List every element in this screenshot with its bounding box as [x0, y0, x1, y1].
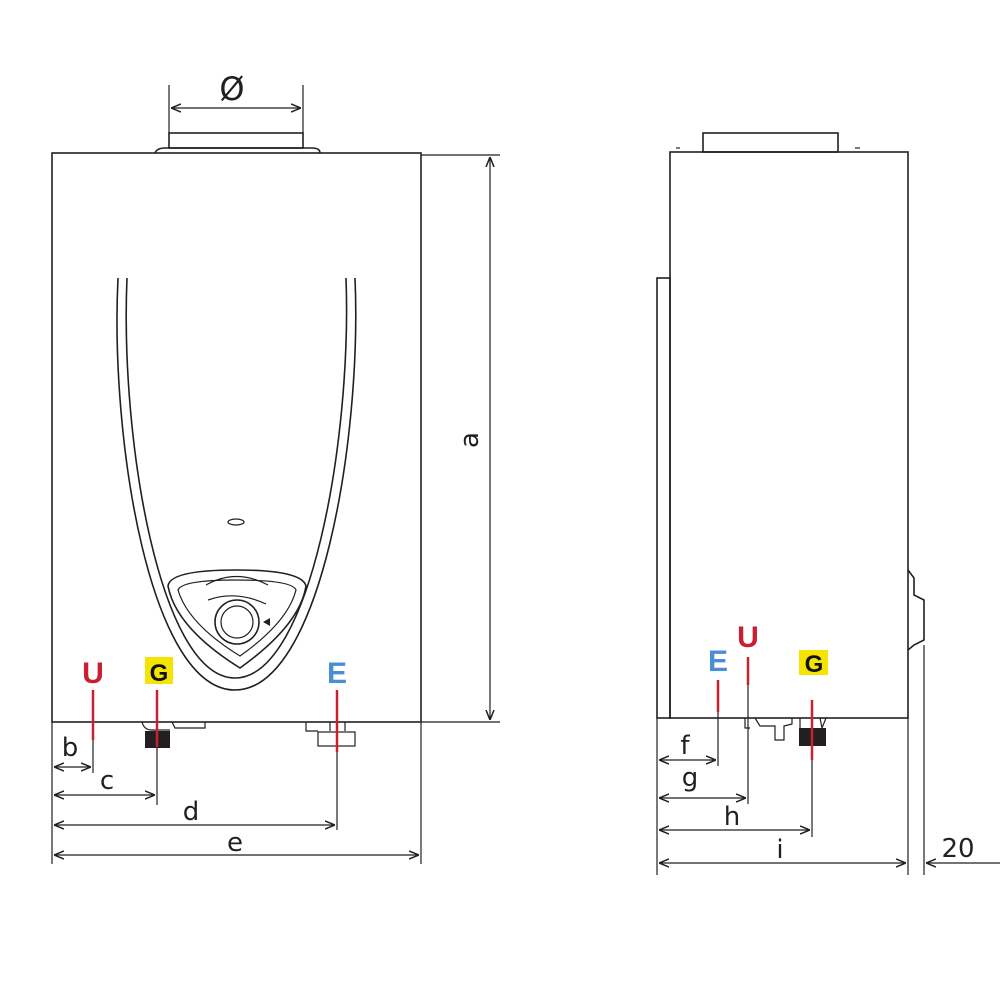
control-knob	[214, 599, 260, 645]
gas-label-highlight	[145, 657, 173, 684]
control-panel-outer	[167, 569, 307, 669]
dimension-g-label: g	[682, 763, 699, 793]
wall-bracket	[656, 277, 671, 719]
dimension-h-label: h	[724, 802, 740, 832]
dimension-d-label: d	[183, 797, 200, 827]
heater-body-front	[51, 152, 422, 723]
front-panel-inner	[125, 277, 348, 679]
gas-label-front: G	[150, 660, 169, 687]
flue-diameter-label: Ø	[219, 70, 244, 108]
dimension-f-label: f	[680, 731, 690, 761]
control-knob-side	[907, 569, 925, 651]
flue-pipe	[168, 132, 304, 149]
heater-body-side	[669, 151, 909, 719]
dimension-c-label: c	[100, 766, 114, 796]
front-view: Ø U G E a b	[51, 70, 500, 864]
height-label: a	[455, 432, 485, 448]
cold-water-label-side: E	[708, 645, 728, 678]
dimension-i-label: i	[776, 835, 783, 865]
flue-pipe-side	[702, 132, 839, 153]
dimension-e-label: e	[227, 828, 243, 858]
control-panel-inner	[177, 579, 297, 657]
dimension-b-label: b	[62, 733, 79, 763]
side-view: E U G f g h i 20	[656, 132, 1000, 875]
gas-label-highlight-side	[799, 650, 828, 675]
gas-label-side: G	[805, 651, 824, 678]
flame-window-icon	[227, 518, 245, 526]
front-panel-outer	[116, 277, 357, 691]
knob-arrow-icon	[263, 618, 270, 626]
hot-water-label-side: U	[737, 621, 759, 654]
cold-water-label-front: E	[327, 657, 347, 690]
hot-water-label-front: U	[82, 657, 104, 690]
wall-offset-label: 20	[941, 834, 974, 864]
